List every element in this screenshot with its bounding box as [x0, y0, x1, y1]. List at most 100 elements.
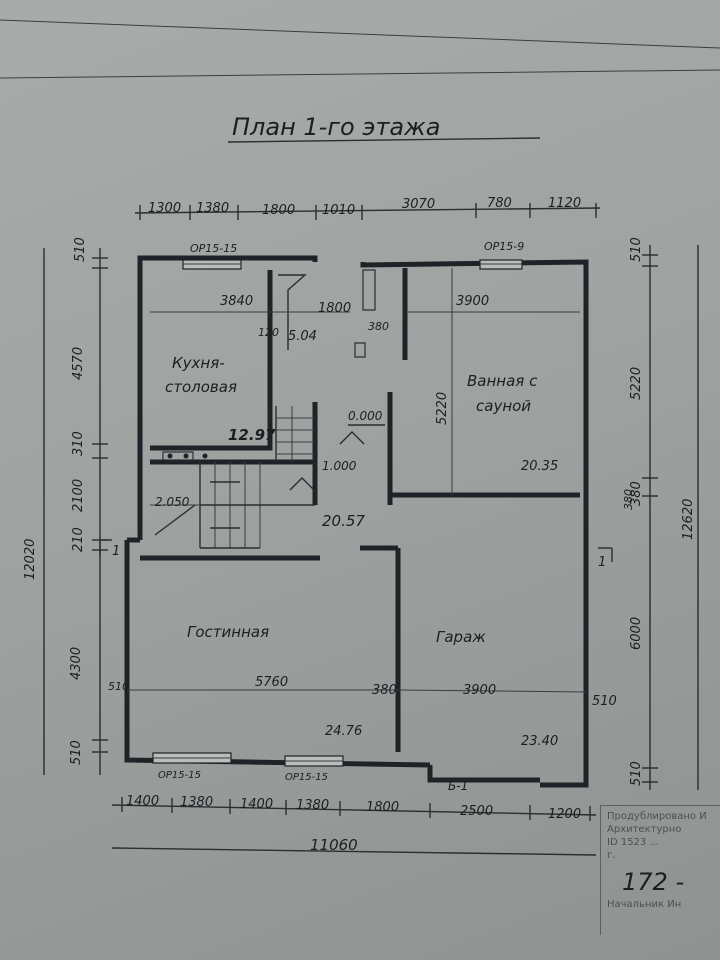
right-small-dim: 510 — [592, 694, 617, 709]
stamp-line: ID 1523 ... — [607, 837, 659, 848]
living-name: Гостинная — [187, 623, 269, 641]
paper-crease — [0, 69, 720, 79]
sheet-number: 172 - — [622, 868, 685, 896]
bath-area: 20.35 — [521, 459, 558, 474]
bath-name-line1: Ванная с — [467, 372, 538, 390]
right-dimension-ticks — [642, 254, 658, 783]
window-kitchen — [182, 259, 242, 270]
window-label-4: ОР15-15 — [285, 772, 328, 783]
garage-width-line — [397, 689, 587, 693]
right-dim-5: 510 — [629, 761, 644, 786]
garage-name: Гараж — [436, 628, 486, 646]
garage-bottom-wall — [427, 765, 540, 783]
living-area: 24.76 — [325, 724, 362, 739]
garage-width-dim: 3900 — [463, 683, 496, 698]
living-width-dim: 5760 — [255, 675, 288, 690]
kitchen-bottom-wall — [150, 270, 273, 451]
left-dim-5: 210 — [71, 527, 86, 552]
wall-dim-a: 380 — [372, 683, 397, 698]
hall-level: 1.000 — [322, 459, 357, 473]
right-dim-2: 5220 — [629, 367, 644, 400]
left-dim-7: 510 — [69, 740, 84, 765]
bath-width-dim: 3900 — [456, 294, 489, 309]
window-label-1: ОР15-15 — [190, 242, 237, 255]
kitchen-name-line2: столовая — [165, 378, 237, 396]
stamp-line: Продублировано И — [607, 811, 707, 822]
top-dim-7: 1120 — [548, 196, 581, 211]
top-dim-1: 1300 — [148, 201, 181, 216]
top-dim-6: 780 — [487, 196, 512, 211]
section-mark-left — [99, 539, 112, 556]
window-living-1 — [152, 752, 232, 764]
left-dim-1: 510 — [73, 237, 88, 262]
stove-burner-icon — [167, 453, 173, 459]
right-dim-3: 380 — [629, 481, 644, 506]
window-bath — [479, 259, 523, 270]
stair-level: 2.050 — [155, 495, 190, 509]
top-dim-5: 3070 — [402, 197, 435, 212]
section-mark-left-label: 1 — [112, 544, 120, 559]
kitchen-width-dim: 3840 — [220, 294, 253, 309]
level-mark-icon — [289, 477, 315, 491]
window-label-3: ОР15-15 — [158, 770, 201, 781]
top-dim-3: 1800 — [262, 203, 295, 218]
bottom-dim-7: 1200 — [548, 807, 581, 822]
sink-icon — [202, 453, 208, 459]
title-block-stamp: Продублировано И Архитектурно ID 1523 ..… — [600, 805, 720, 935]
kitchen-name-line1: Кухня- — [172, 354, 225, 372]
bath-depth-dim: 5220 — [435, 392, 450, 425]
bottom-dim-4: 1380 — [296, 798, 329, 813]
hall-door-dim: 1800 — [318, 301, 351, 316]
axis-mark-b1: Б-1 — [448, 779, 468, 793]
bath-name-line2: сауной — [476, 397, 531, 415]
total-width-line — [111, 847, 597, 856]
top-dimension-ticks — [139, 203, 597, 220]
small-dim-b: 5.04 — [288, 329, 317, 344]
stair-wall — [150, 402, 318, 505]
left-total-dim: 12020 — [23, 539, 38, 580]
bottom-dim-1: 1400 — [126, 794, 159, 809]
wall-dim-b: 380 — [622, 489, 635, 510]
top-dim-2: 1380 — [196, 201, 229, 216]
top-dimension-line — [134, 207, 601, 214]
window-label-2: ОР15-9 — [484, 240, 524, 253]
exterior-wall-right-block — [127, 259, 589, 788]
section-mark-right — [598, 547, 613, 562]
stamp-line: Архитектурно — [607, 824, 682, 835]
floor-level: 0.000 — [348, 409, 383, 423]
bottom-dim-6: 2500 — [460, 804, 493, 819]
bottom-dimension-line — [111, 804, 597, 816]
kitchen-counter — [162, 451, 194, 461]
bath-left-wall — [387, 268, 408, 505]
garage-area: 23.40 — [521, 734, 558, 749]
plan-title: План 1-го этажа — [232, 113, 440, 141]
hall-area: 20.57 — [322, 512, 365, 530]
stamp-line: г. — [607, 850, 616, 861]
left-dim-2: 4570 — [71, 347, 86, 380]
paper-crease — [0, 19, 720, 49]
stamp-line: Начальник Ин — [607, 899, 682, 910]
bottom-dimension-ticks — [121, 797, 591, 821]
total-width-dim: 11060 — [310, 836, 358, 854]
small-dim-c: 380 — [368, 320, 389, 333]
vent-channel — [362, 269, 376, 311]
bottom-dim-2: 1380 — [180, 795, 213, 810]
ventilation-shaft — [278, 274, 307, 350]
small-dim-a: 120 — [258, 326, 279, 339]
left-dim-4: 2100 — [71, 479, 86, 512]
bottom-dim-3: 1400 — [240, 797, 273, 812]
vent-small — [354, 342, 366, 358]
left-dim-6: 4300 — [69, 647, 84, 680]
right-total-dim: 12620 — [681, 499, 696, 540]
staircase — [150, 406, 315, 549]
right-dim-4: 6000 — [629, 617, 644, 650]
level-mark-icon — [339, 431, 365, 445]
right-dim-1: 510 — [629, 237, 644, 262]
stove-burner-icon — [183, 453, 189, 459]
living-top-wall — [140, 545, 398, 561]
top-dim-4: 1010 — [322, 203, 355, 218]
left-dim-3: 310 — [71, 431, 86, 456]
section-mark-right-label: 1 — [598, 555, 606, 570]
